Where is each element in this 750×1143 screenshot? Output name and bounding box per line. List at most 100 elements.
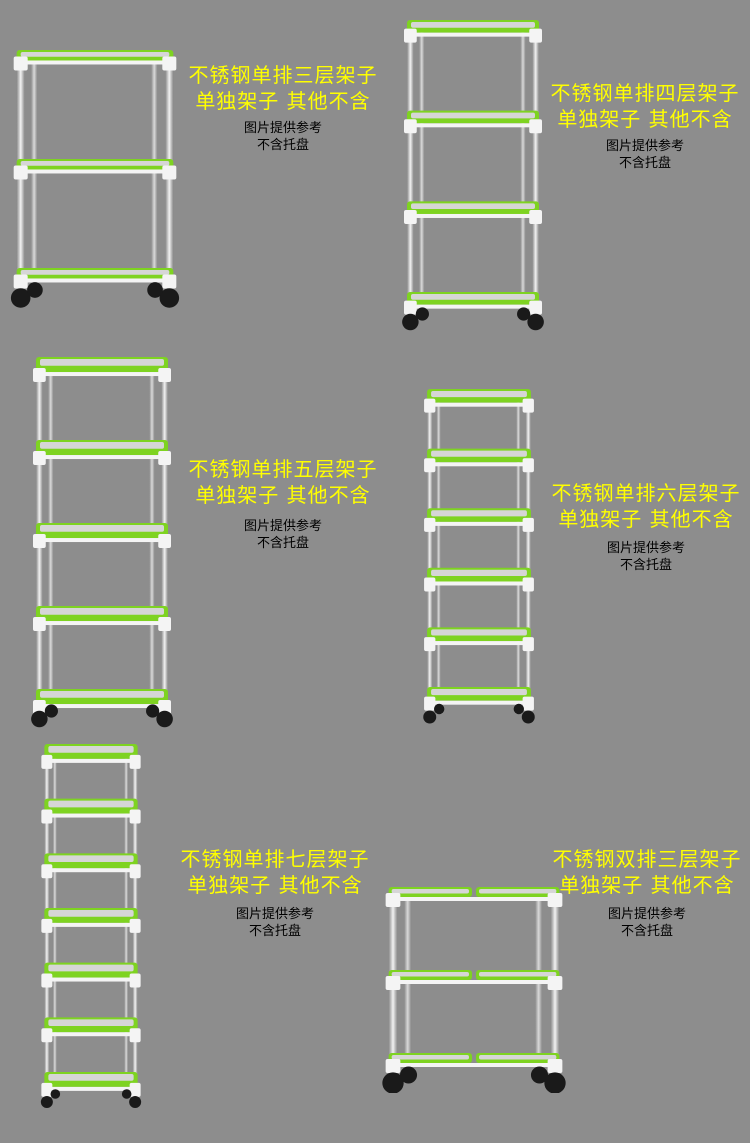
white-connector (33, 617, 46, 632)
tray-inner (40, 442, 164, 449)
crossbar (44, 1032, 138, 1037)
caster-wheel (27, 282, 43, 298)
rack-image-7-tier-single (40, 744, 142, 1108)
tray-inner (391, 889, 469, 894)
tray-excluded-note: 不含托盘 (256, 536, 309, 551)
caster-wheel (513, 703, 525, 715)
white-connector (41, 973, 53, 988)
product-title: 不锈钢单排七层架子 (180, 847, 370, 871)
crossbar (36, 704, 168, 709)
caster-wheel (44, 704, 58, 718)
crossbar (36, 538, 168, 543)
crossbar (407, 304, 539, 309)
caster-wheel (527, 313, 544, 331)
white-connector (404, 300, 417, 315)
product-title: 不锈钢单排六层架子 (551, 481, 741, 505)
white-connector (385, 893, 401, 907)
white-connector (129, 754, 141, 769)
product-title: 不锈钢单排三层架子 (188, 63, 378, 87)
tray-inner (431, 569, 527, 576)
white-connector (424, 696, 436, 711)
crossbar (427, 581, 531, 586)
caster-wheel (40, 1096, 53, 1108)
product-subtitle: 单独架子 其他不含 (559, 873, 735, 897)
white-connector (13, 165, 28, 180)
back-pole (419, 20, 425, 302)
white-connector (129, 1028, 141, 1043)
reference-note: 图片提供参考 (235, 907, 314, 922)
white-connector (529, 28, 542, 43)
caster-wheel (50, 1089, 61, 1099)
white-connector (158, 700, 171, 715)
front-pole (532, 26, 539, 312)
white-connector (547, 1059, 563, 1073)
caster-wheel (530, 1066, 549, 1084)
white-connector (33, 451, 46, 466)
tray-inner (391, 972, 469, 977)
white-connector (41, 809, 53, 824)
tray-inner (48, 964, 134, 972)
crossbar (407, 123, 539, 128)
crossbar (44, 868, 138, 873)
crossbar (427, 700, 531, 705)
caster-wheel (147, 282, 163, 298)
tray-inner (411, 22, 535, 28)
product-caption: 不锈钢单排三层架子 单独架子 其他不含 图片提供参考 不含托盘 (174, 62, 392, 154)
crossbar (36, 372, 168, 377)
product-subtitle: 单独架子 其他不含 (195, 483, 371, 507)
back-pole (516, 389, 521, 697)
white-connector (41, 1028, 53, 1043)
reference-note: 图片提供参考 (243, 519, 322, 534)
crossbar (427, 462, 531, 467)
back-pole (520, 20, 526, 302)
caster-wheel (544, 1072, 566, 1093)
reference-note: 图片提供参考 (606, 541, 685, 556)
white-connector (547, 976, 563, 990)
white-connector (424, 458, 436, 473)
product-caption: 不锈钢单排六层架子 单独架子 其他不含 图片提供参考 不含托盘 (546, 480, 746, 574)
crossbar (44, 813, 138, 818)
white-connector (424, 637, 436, 652)
tray-inner (479, 972, 557, 977)
white-connector (547, 893, 563, 907)
caster-wheel (146, 704, 160, 718)
crossbar (388, 897, 560, 901)
tray-inner (411, 203, 535, 210)
product-caption: 不锈钢单排七层架子 单独架子 其他不含 图片提供参考 不含托盘 (168, 846, 382, 940)
product-title: 不锈钢双排三层架子 (552, 847, 742, 871)
tray-inner (40, 359, 164, 366)
reference-note: 图片提供参考 (243, 121, 322, 136)
tray-excluded-note: 不含托盘 (619, 558, 672, 573)
white-connector (129, 973, 141, 988)
white-connector (158, 368, 171, 383)
tray-inner (411, 294, 535, 300)
white-connector (129, 1082, 141, 1097)
tray-inner (431, 689, 527, 696)
tray-inner (20, 161, 170, 166)
tray-inner (20, 270, 170, 275)
caster-wheel (399, 1066, 418, 1084)
tray-inner (40, 691, 164, 698)
white-connector (41, 918, 53, 933)
white-connector (33, 700, 46, 715)
tray-inner (20, 52, 170, 57)
white-connector (522, 517, 534, 532)
white-connector (158, 451, 171, 466)
white-connector (522, 577, 534, 592)
white-connector (404, 28, 417, 43)
tray-inner (48, 800, 134, 808)
tray-excluded-note: 不含托盘 (620, 924, 673, 939)
product-title: 不锈钢单排四层架子 (550, 81, 740, 105)
product-subtitle: 单独架子 其他不含 (195, 89, 371, 113)
caster-wheel (31, 710, 48, 728)
product-subtitle: 单独架子 其他不含 (187, 873, 363, 897)
white-connector (529, 300, 542, 315)
crossbar (44, 758, 138, 763)
white-connector (13, 56, 28, 71)
crossbar (16, 278, 174, 283)
tray-inner (431, 510, 527, 517)
white-connector (522, 696, 534, 711)
front-pole (427, 395, 433, 707)
white-connector (385, 976, 401, 990)
caster-wheel (382, 1072, 404, 1093)
